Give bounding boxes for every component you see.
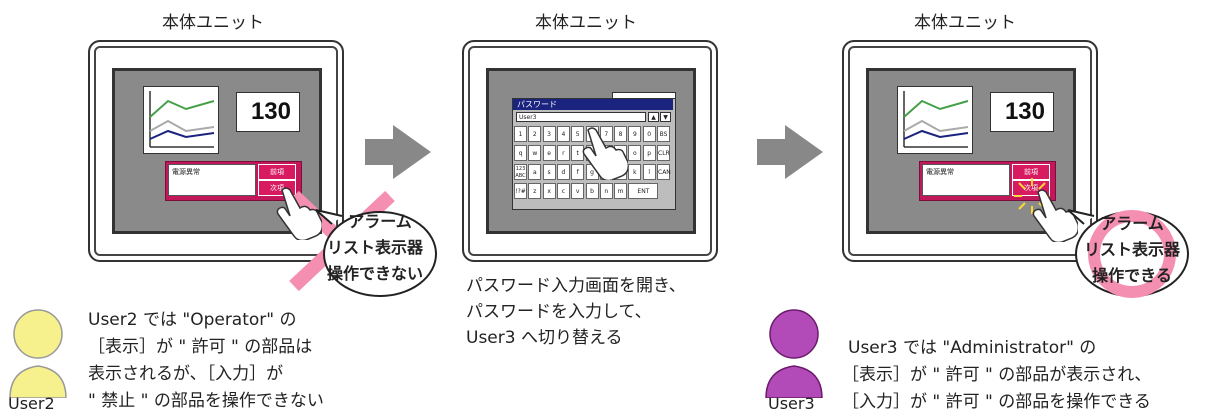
keyboard-key[interactable]: z: [528, 183, 542, 199]
unit-title-3: 本体ユニット: [914, 13, 1016, 33]
password-dialog-titlebar: パスワード: [513, 99, 673, 110]
caption-right-line3: ［入力］が " 許可 " の部品を操作できる: [842, 392, 1151, 412]
caption-middle-line3: User3 へ切り替える: [466, 328, 623, 348]
bubble-right-line1: アラーム: [1100, 214, 1164, 233]
caption-middle-line2: パスワードを入力して、: [466, 302, 652, 322]
bubble-right-line2: リスト表示器: [1083, 240, 1180, 259]
keyboard-key[interactable]: o: [628, 145, 642, 161]
keyboard-key[interactable]: x: [542, 183, 556, 199]
keyboard-key[interactable]: a: [528, 164, 542, 180]
keyboard-key[interactable]: f: [571, 164, 585, 180]
trend-chart-graphic-1: [149, 91, 215, 148]
keyboard-key[interactable]: e: [542, 145, 556, 161]
caption-left-line4: " 禁止 " の部品を操作できない: [88, 391, 324, 411]
keyboard-key[interactable]: CLR: [657, 145, 670, 161]
alarm-list-1: 電源異常: [168, 164, 256, 196]
bubble-left-line1: アラーム: [348, 212, 412, 231]
user3-avatar-icon: [765, 309, 823, 398]
arrow-right-icon-1: [365, 125, 431, 179]
alarm-prev-button-1[interactable]: 前項: [258, 164, 296, 180]
speech-bubble-right: [1066, 204, 1192, 300]
keyboard-key[interactable]: 7: [599, 126, 613, 142]
keyboard-key[interactable]: 9: [628, 126, 642, 142]
keyboard-key[interactable]: s: [542, 164, 556, 180]
keyboard-key[interactable]: ENT: [628, 183, 659, 199]
bubble-left-line2: リスト表示器: [326, 238, 423, 257]
user2-avatar-icon: [9, 309, 67, 398]
keyboard-key[interactable]: CAN: [657, 164, 671, 180]
keyboard-key[interactable]: 123 ABC: [514, 164, 527, 180]
user2-label: User2: [8, 394, 55, 413]
keyboard-key[interactable]: m: [614, 183, 628, 199]
keyboard-row-1: 1234567890BS: [514, 126, 672, 142]
keyboard-key[interactable]: 2: [528, 126, 542, 142]
speech-bubble-right-shape: [1067, 209, 1189, 298]
unit-title-1: 本体ユニット: [162, 13, 264, 33]
keyboard-key[interactable]: l: [642, 164, 656, 180]
speech-bubble-left: [314, 204, 438, 298]
keyboard-key[interactable]: 4: [556, 126, 570, 142]
keyboard-key[interactable]: 1: [514, 126, 527, 142]
password-user-field[interactable]: User3: [516, 112, 646, 122]
hand-pointer-icon-2: [582, 127, 628, 180]
keyboard-key[interactable]: 5: [571, 126, 585, 142]
hand-pointer-icon-1: [276, 187, 322, 240]
caption-left-line1: User2 では "Operator" の: [88, 310, 297, 330]
keyboard-key[interactable]: w: [528, 145, 542, 161]
trend-chart-3: [897, 86, 973, 154]
keyboard-key[interactable]: v: [571, 183, 585, 199]
dropdown-up-icon[interactable]: ▲: [648, 112, 659, 122]
hand-pointer-icon-3: [1032, 189, 1078, 242]
speech-bubble-left-shape: [315, 209, 437, 297]
user3-label: User3: [768, 394, 815, 413]
trend-chart-1: [143, 86, 219, 154]
caption-left-line3: 表示されるが、［入力］が: [88, 364, 284, 384]
keyboard-key[interactable]: BS: [657, 126, 670, 142]
bubble-left-line3: 操作できない: [326, 264, 423, 283]
keyboard-key[interactable]: n: [599, 183, 613, 199]
keyboard-key[interactable]: r: [556, 145, 570, 161]
keyboard-key[interactable]: 3: [542, 126, 556, 142]
keyboard-key[interactable]: p: [642, 145, 656, 161]
bubble-right-line3: 操作できる: [1092, 266, 1172, 285]
dropdown-down-icon[interactable]: ▼: [660, 112, 671, 122]
numeric-display-1: 130: [236, 92, 300, 132]
arrow-right-icon-2: [757, 125, 823, 179]
keyboard-key[interactable]: c: [556, 183, 570, 199]
caption-middle-line1: パスワード入力画面を開き、: [466, 276, 686, 296]
caption-left-line2: ［表示］が " 許可 " の部品は: [88, 337, 313, 357]
keyboard-key[interactable]: q: [514, 145, 527, 161]
keyboard-key[interactable]: !?#: [514, 183, 527, 199]
caption-right-line2: ［表示］が " 許可 " の部品が表示され、: [842, 365, 1152, 385]
keyboard-key[interactable]: d: [556, 164, 570, 180]
unit-title-2: 本体ユニット: [535, 13, 637, 33]
keyboard-key[interactable]: 0: [642, 126, 656, 142]
numeric-display-3: 130: [990, 92, 1054, 132]
keyboard-key[interactable]: k: [628, 164, 642, 180]
keyboard-key[interactable]: b: [585, 183, 599, 199]
alarm-list-3: 電源異常: [922, 164, 1010, 196]
caption-right-line1: User3 では "Administrator" の: [848, 338, 1097, 358]
trend-chart-graphic-3: [903, 91, 969, 148]
keyboard-key[interactable]: 8: [614, 126, 628, 142]
